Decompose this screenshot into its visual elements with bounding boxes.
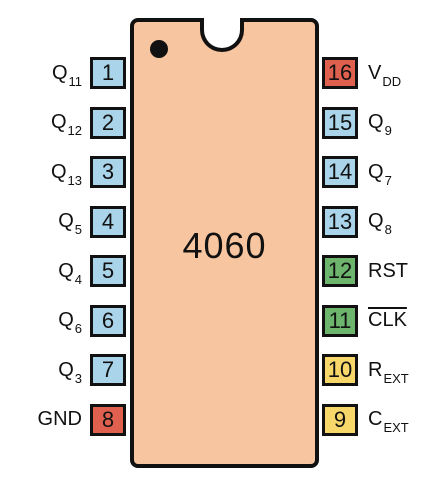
pin-9: 9 [322,403,358,436]
pin-3: 3 [90,156,126,188]
orientation-notch [200,18,244,52]
pin-15: 15 [322,106,358,139]
pin-5: 5 [90,255,126,287]
pin-4-subscript: 5 [74,222,82,237]
pin-7-name: Q [58,358,74,381]
pin-9-subscript: EXT [383,420,409,435]
pin-1: 1 [90,57,126,89]
pin-4-name: Q [58,210,74,232]
pin-3-subscript: 13 [67,172,82,188]
pin-12: 12 [322,255,358,287]
pin-1-subscript: 11 [68,73,83,89]
pin-7: 7 [90,354,126,386]
pin-5-subscript: 4 [74,271,82,287]
pin-8-name: GND [37,408,82,430]
pin-6-name: Q [58,309,74,331]
pin-14-subscript: 7 [384,172,392,188]
pin-8: 8 [90,403,126,436]
pin-14: 14 [322,156,358,188]
pin-3-name: Q [50,160,67,183]
pin-10-name: R [368,358,383,381]
pin-13: 13 [322,205,358,238]
pin1-marker-dot [150,40,168,58]
pin-10-subscript: EXT [383,370,409,386]
pin-2: 2 [90,106,126,139]
pin-5-name: Q [58,259,74,282]
pin-4: 4 [90,205,126,238]
pin-11-name: CLK [368,309,407,331]
pin-16-subscript: DD [382,73,402,89]
pin-15-subscript: 9 [384,123,392,138]
pin-13-subscript: 8 [384,222,392,237]
pin-1-name: Q [51,61,68,84]
pin-16: 16 [322,57,358,89]
pin-16-name: V [368,61,382,84]
pin-12-name: RST [368,259,408,282]
pin-12-label: RST [368,255,440,287]
pin-6-subscript: 6 [74,321,82,336]
pin-2-name: Q [50,111,67,133]
pin-6: 6 [90,304,126,337]
pin-8-label: GND [6,404,82,436]
pin-11: 11 [322,304,358,337]
pin-13-name: Q [368,210,384,232]
pin-2-subscript: 12 [67,123,82,138]
pin-15-name: Q [368,111,384,133]
ic-body [130,18,319,468]
pin-11-label: CLK [368,305,440,337]
chip-label: 4060 [182,225,267,266]
pin-7-subscript: 3 [74,370,82,386]
pin-10: 10 [322,354,358,386]
pin-9-name: C [368,408,383,430]
pin-14-name: Q [368,160,384,183]
